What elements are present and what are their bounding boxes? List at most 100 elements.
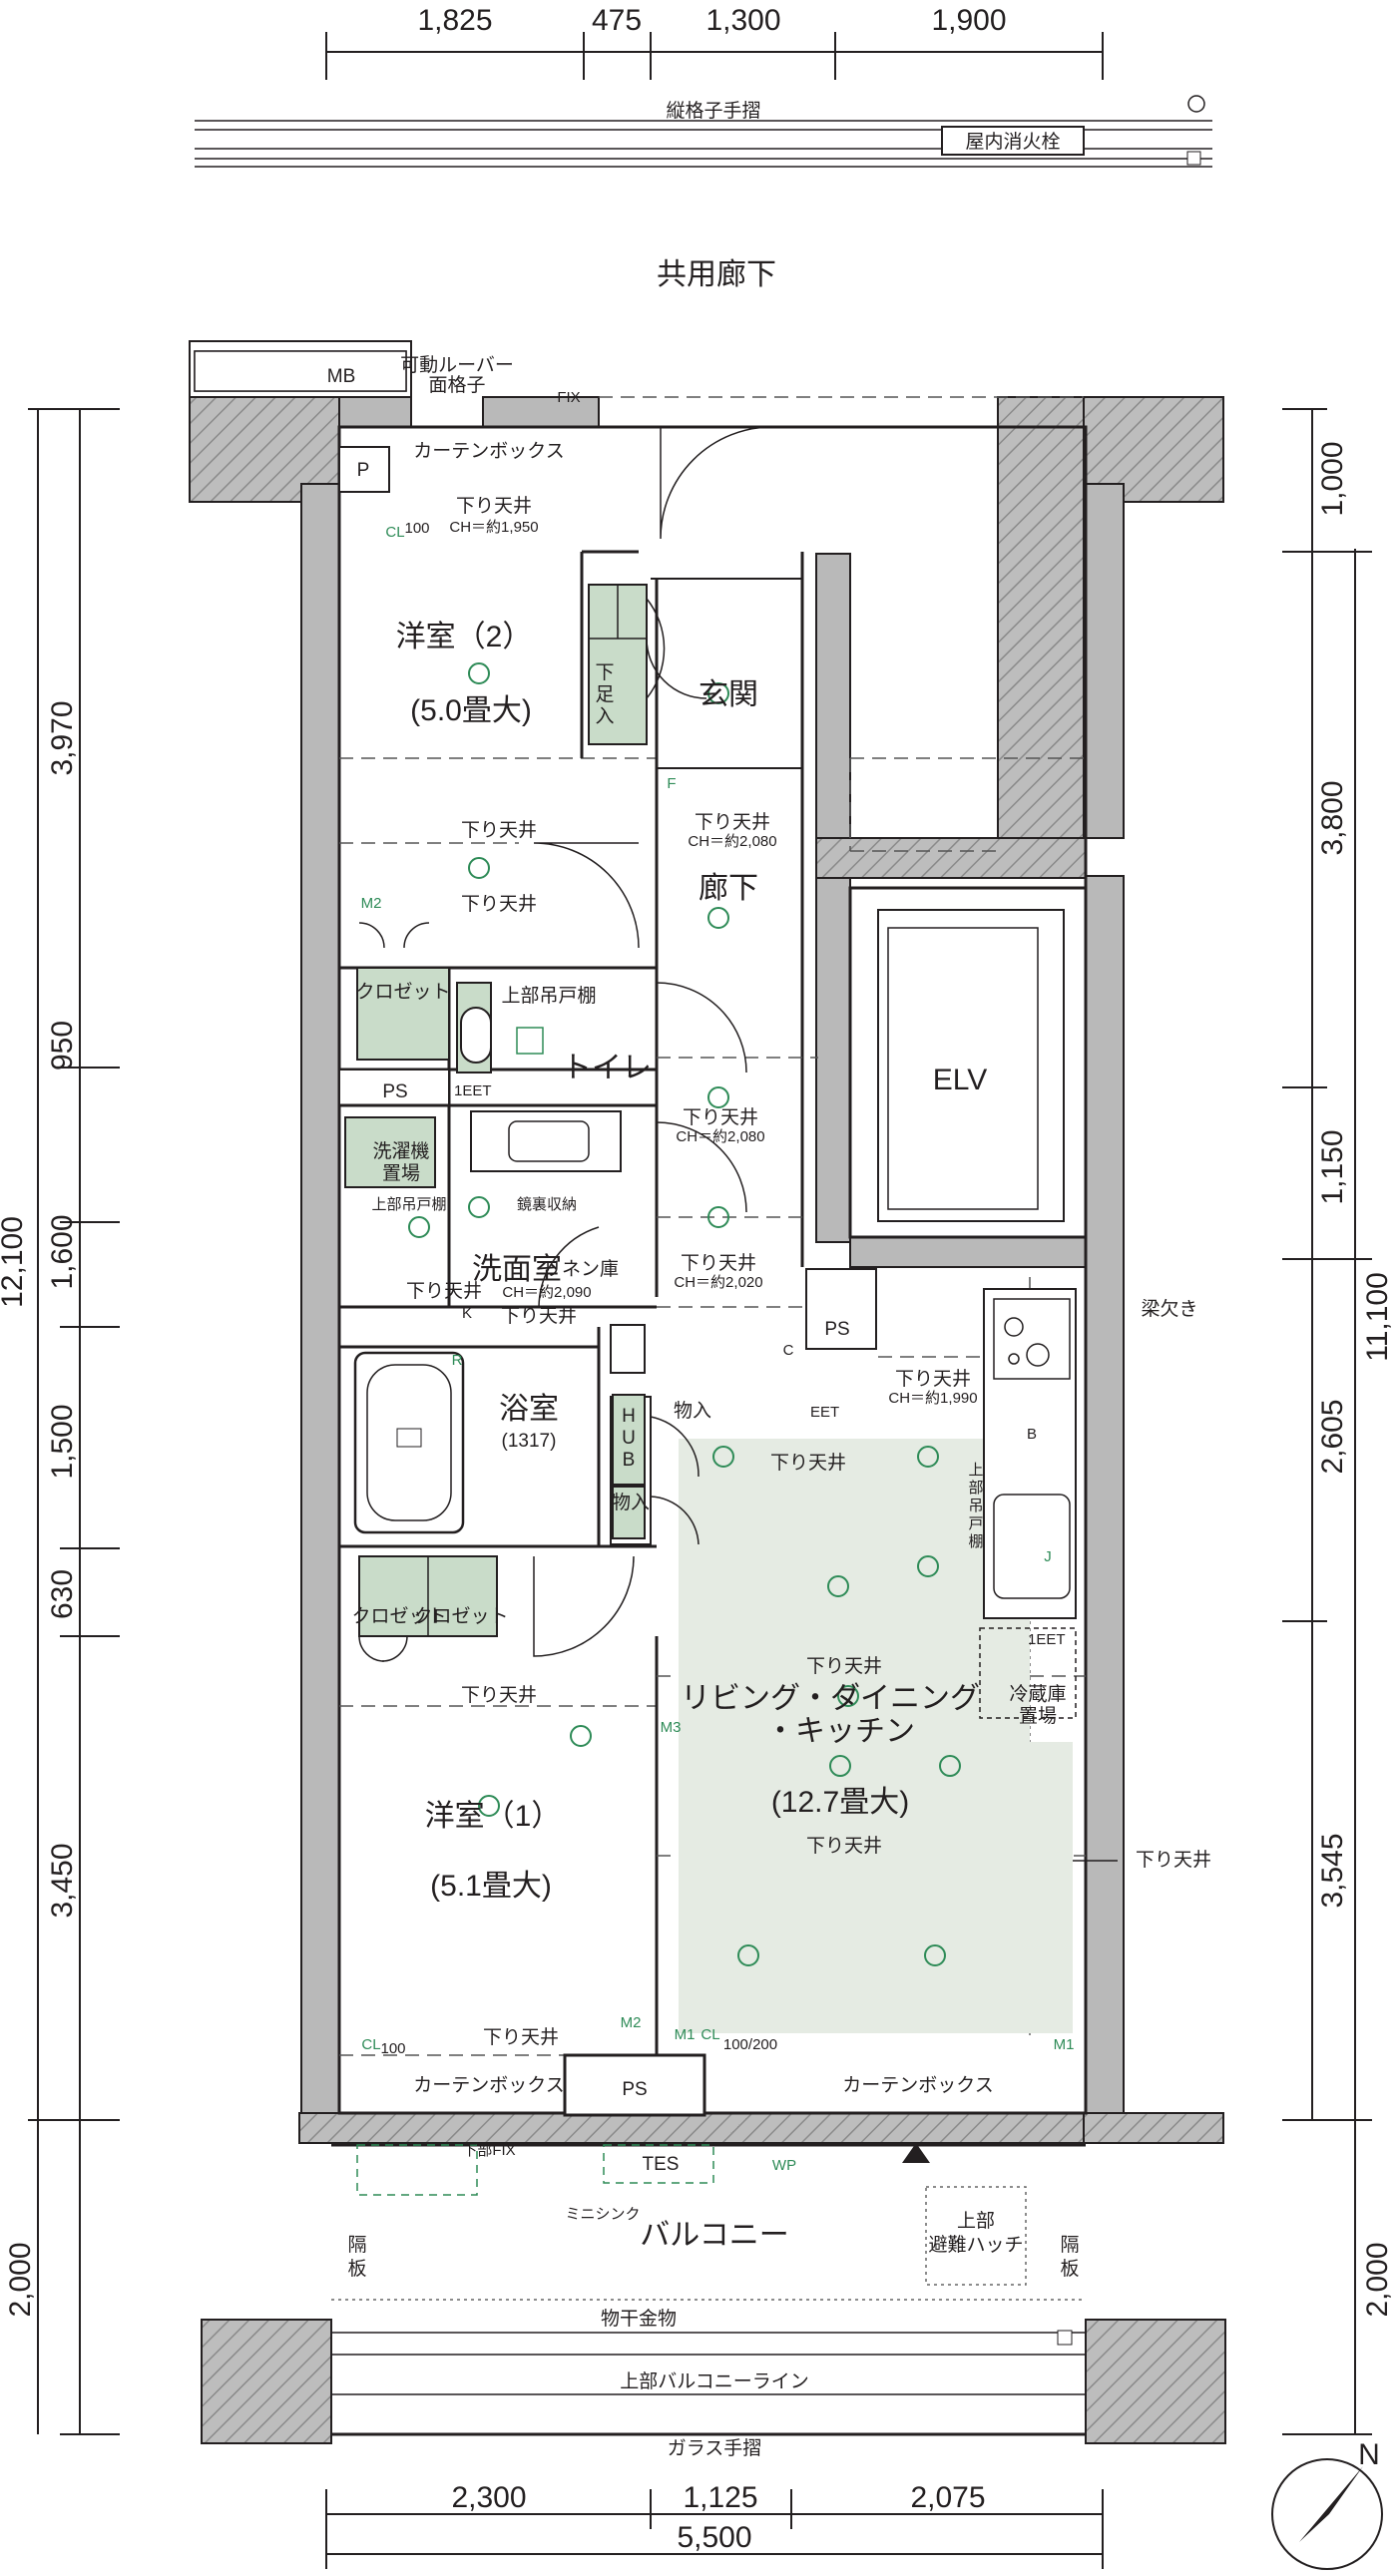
railing-label: 縦格子手摺 [666,100,760,122]
right-dimension-lines [1282,408,1372,2435]
k-mark: K [462,1305,472,1322]
hub-b: B [623,1450,636,1471]
p-label: P [357,460,370,481]
dim-bottom-3: 2,075 [910,2481,985,2514]
r-mark: R [452,1352,463,1369]
eet-label: EET [810,1404,839,1421]
dim-bottom-2: 1,125 [683,2481,757,2514]
storage-label-2: 物入 [612,1492,650,1513]
dim-right-6: 2,000 [1361,2242,1394,2317]
louver-label-1: 可動ルーバー [400,354,514,376]
washer-area [344,1116,436,1188]
lowered-ceiling-hall2: 下り天井 [683,1106,758,1128]
lowered-ceiling-hall3: 下り天井 [681,1252,756,1274]
upper-cab-v3: 吊 [968,1498,983,1514]
curtain-box-left: カーテンボックス [413,2074,564,2096]
dim-right-total: 11,100 [1361,1272,1394,1362]
lowered-ceiling-ldk3: 下り天井 [806,1835,882,1857]
mb-label: MB [327,366,356,387]
elevator [848,886,1088,1239]
hatch-label-1: 上部 [957,2210,995,2232]
elv-label: ELV [933,1064,987,1096]
closet-b-label: クロゼット [413,1605,508,1627]
hub-storage [612,1394,646,1486]
wp-mark: WP [772,2157,796,2174]
curtain-box-right: カーテンボックス [842,2074,993,2096]
toilet-label: トイレ [562,1052,652,1084]
dim-right-5: 3,545 [1316,1833,1349,1908]
lowered-ceiling-wash2: 下り天井 [501,1305,577,1327]
closet-a-label: クロゼット [351,1605,446,1627]
shoe-label-2: 足 [595,684,614,705]
upper-cabinet-label: 上部吊戸棚 [501,985,596,1007]
dim-bottom-total: 5,500 [677,2521,751,2554]
hydrant-label: 屋内消火栓 [965,131,1060,153]
compass-n: N [1358,2438,1380,2471]
upper-cabinet-wash: 上部吊戸棚 [371,1196,446,1213]
western1-size: (5.1畳大) [430,1870,552,1903]
ps-label-2: PS [824,1319,849,1340]
ch-1990: CH＝約1,990 [888,1390,977,1407]
lights [408,662,961,1966]
corridor-railing [195,95,1212,168]
cl-mark-r1: CL [361,2036,380,2053]
storage-label-1: 物入 [674,1400,711,1422]
lowered-ceiling-wash: 下り天井 [406,1280,482,1302]
hatch-label-2: 避難ハッチ [928,2234,1023,2256]
m1-mark-right: M1 [1054,2036,1075,2053]
ps-label-3: PS [622,2079,647,2100]
shoe-label-1: 下 [595,662,614,683]
dim-left-2: 950 [46,1021,79,1071]
hub-u: U [622,1428,636,1449]
beam-label: 梁欠き [1141,1298,1197,1320]
partition-left-2: 板 [347,2258,366,2280]
ldk-size: (12.7畳大) [771,1786,909,1819]
c-mark: C [783,1342,794,1359]
dim-right-4: 2,605 [1316,1399,1349,1474]
compass-icon [1271,2458,1383,2570]
cl-mark-ldk: CL [700,2026,719,2043]
lowered-ceiling-k: 下り天井 [895,1368,971,1390]
lowered-ceiling-ldk1: 下り天井 [770,1452,846,1474]
top-dimension-line [325,32,1104,80]
western2-name: 洋室（2） [396,621,533,653]
dim-left-3: 1,600 [46,1214,79,1289]
balcony-line-label: 上部バルコニーライン [620,2370,809,2392]
dim-left-7: 2,000 [4,2242,37,2317]
dim-left-1: 3,970 [46,700,79,775]
washer-label-2: 置場 [382,1162,420,1184]
ch-2090: CH＝約2,090 [502,1284,591,1301]
upper-cab-v2: 部 [968,1480,983,1497]
storage-box [612,1486,646,1539]
partition-right-1: 隔 [1060,2234,1079,2256]
toilet-bowl [460,1007,492,1064]
one-eet-kitchen: 1EET [1028,1631,1066,1648]
dim-right-1: 1,000 [1316,441,1349,516]
one-eet-toilet: 1EET [454,1082,492,1099]
curtain-box-top: カーテンボックス [413,440,564,462]
lowered-ceiling-r2: 下り天井 [456,495,532,517]
dim-left-5: 630 [46,1569,79,1619]
ch-2020: CH＝約2,020 [674,1274,762,1291]
dim-bottom-1: 2,300 [451,2481,526,2514]
dim-left-6: 3,450 [46,1843,79,1918]
door-swings [358,426,773,1662]
mini-sink-label: ミニシンク [565,2206,640,2223]
closet-label: クロゼット [355,981,450,1003]
balcony-area [331,2143,1086,2436]
fridge-label-1: 冷蔵庫 [1009,1683,1066,1705]
lowered-ceiling-a: 下り天井 [461,819,537,841]
tes-label: TES [643,2154,680,2175]
hallway-label: 廊下 [699,872,758,905]
dim-top-2: 475 [592,4,642,37]
ldk-name-1: リビング・ダイニング [681,1682,980,1715]
dim-left-total: 12,100 [0,1216,29,1308]
closet-upper [356,967,450,1061]
drying-label: 物干金物 [601,2308,677,2330]
glass-rail-label: ガラス手摺 [668,2437,762,2459]
m2-mark-upper: M2 [361,895,382,912]
upper-fix-label: 下部FIX [462,2142,515,2159]
left-dimension-lines [28,408,120,2435]
ps-label-1: PS [382,1081,407,1102]
